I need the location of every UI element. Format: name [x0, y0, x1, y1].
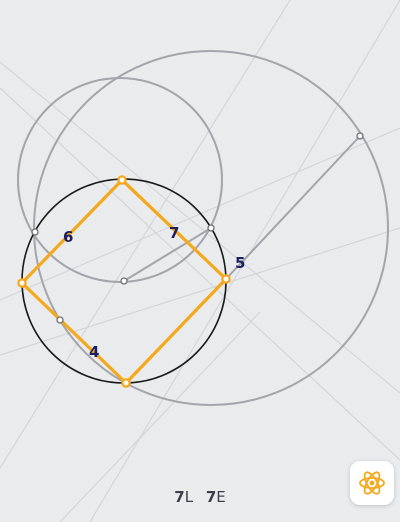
intersection-point[interactable]: [356, 132, 364, 140]
guide-line: [89, 0, 400, 522]
move-counter: 7L 7E: [0, 488, 400, 506]
construction-points: [31, 132, 364, 324]
step-label-6: 6: [63, 228, 73, 246]
square-vertex-right[interactable]: [221, 274, 231, 284]
square-vertex-left[interactable]: [17, 278, 27, 288]
atom-icon: [359, 471, 385, 495]
guide-line: [0, 61, 400, 394]
construction-line: [123, 227, 212, 282]
intersection-point[interactable]: [207, 224, 215, 232]
guide-line: [59, 311, 261, 522]
construction-circle: [17, 77, 223, 283]
intersection-point[interactable]: [31, 228, 39, 236]
step-label-5: 5: [235, 254, 245, 272]
step-label-7: 7: [169, 224, 179, 242]
lines-counter: 7L: [174, 488, 194, 506]
construction-line: [225, 135, 361, 280]
center-point[interactable]: [120, 277, 128, 285]
construction-circles: [17, 50, 389, 406]
intersection-point[interactable]: [56, 316, 64, 324]
guide-line: [0, 87, 400, 461]
hint-button[interactable]: [350, 461, 394, 505]
guide-line: [0, 227, 400, 356]
square-vertex-bottom[interactable]: [121, 378, 131, 388]
guide-line: [0, 0, 291, 469]
square-vertices: [17, 175, 231, 388]
square-vertex-top[interactable]: [117, 175, 127, 185]
construction-circle: [33, 50, 389, 406]
step-label-4: 4: [89, 343, 99, 361]
euclid-counter: 7E: [205, 488, 226, 506]
